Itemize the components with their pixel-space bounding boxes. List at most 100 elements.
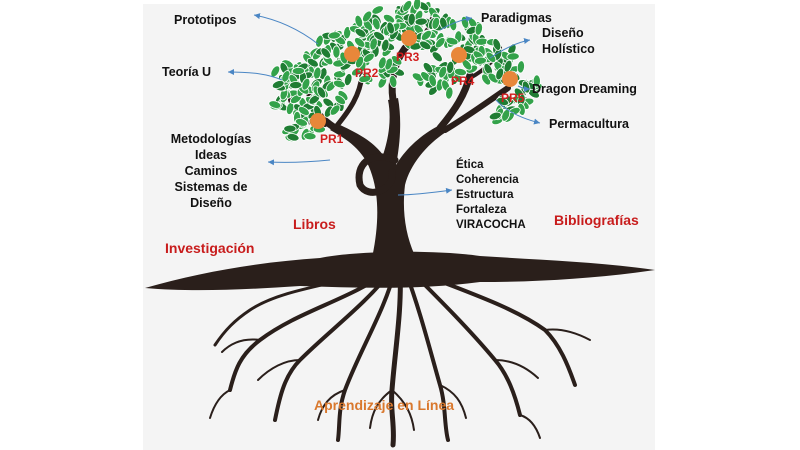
label-permacultura: Permacultura: [549, 117, 629, 131]
leaf: [378, 56, 387, 70]
label-paradigmas: Paradigmas: [481, 11, 552, 25]
leaf: [492, 38, 502, 51]
fruit-pr2: [344, 46, 360, 62]
leaf: [303, 132, 317, 141]
leaf: [283, 124, 297, 133]
label-pr3: PR3: [396, 50, 420, 64]
arrow-etica: [397, 187, 453, 196]
label-metodologias: Metodologías: [170, 132, 252, 146]
leaf: [343, 26, 352, 40]
leaf: [301, 77, 311, 91]
label-sistemas-de: Sistemas de: [174, 180, 248, 194]
leaf: [297, 106, 310, 116]
leaf: [422, 62, 434, 74]
label-viracocha: VIRACOCHA: [456, 219, 526, 231]
trunk: [330, 98, 446, 258]
leaf: [334, 94, 346, 106]
leaf: [268, 100, 282, 109]
foliage: [268, 0, 543, 143]
arrow-teoria-u: [227, 69, 283, 81]
leaf: [358, 74, 372, 83]
leaf: [439, 16, 448, 30]
leaf: [369, 37, 378, 51]
leaf: [389, 74, 398, 89]
arrow-metodologias: [267, 159, 331, 166]
label-fortaleza: Fortaleza: [456, 204, 507, 216]
fruit-pr3: [401, 30, 417, 46]
leaf: [453, 67, 467, 77]
leaf: [445, 36, 459, 46]
leaf: [446, 60, 455, 74]
label-pr1: PR1: [320, 132, 344, 146]
leaf: [434, 37, 446, 49]
fruit-pr1: [310, 113, 326, 129]
leaf: [271, 80, 285, 89]
leaf: [372, 17, 381, 31]
leaf: [516, 60, 525, 74]
leaf: [420, 29, 432, 41]
label-pr4: PR4: [451, 74, 475, 88]
leaf: [354, 28, 367, 38]
leaf: [327, 31, 341, 40]
leaf: [474, 22, 483, 36]
leaf: [503, 59, 513, 73]
label-dragon-dreaming: Dragon Dreaming: [532, 82, 637, 96]
leaf: [291, 66, 305, 75]
label-pr5: PR5: [501, 91, 525, 105]
leaf: [438, 65, 448, 79]
label-prototipos: Prototipos: [174, 13, 237, 27]
label-pr2: PR2: [355, 66, 379, 80]
leaf: [371, 5, 384, 15]
arrows: [227, 13, 541, 196]
leaf: [289, 81, 303, 90]
fruit-pr4: [451, 47, 467, 63]
label-estructura: Estructura: [456, 189, 514, 201]
label-diseno-2: Diseño: [190, 196, 232, 210]
label-libros: Libros: [293, 216, 336, 232]
leaf: [286, 133, 300, 142]
arrow-diseno: [489, 38, 531, 59]
leaf: [354, 37, 366, 48]
leaf: [382, 13, 396, 24]
leaf: [431, 51, 443, 63]
leaf: [407, 12, 416, 26]
leaf: [362, 10, 373, 23]
label-coherencia: Coherencia: [456, 174, 519, 186]
label-holistico: Holístico: [542, 42, 595, 56]
label-bibliografias: Bibliografías: [554, 212, 639, 228]
ground: [145, 251, 655, 291]
leaf: [431, 16, 441, 30]
label-caminos: Caminos: [184, 164, 238, 178]
label-teoria-u: Teoría U: [162, 65, 212, 79]
leaf: [316, 86, 327, 99]
leaf: [386, 21, 395, 35]
arrow-paradigmas: [439, 16, 473, 31]
leaf: [332, 79, 346, 89]
leaf: [320, 47, 332, 59]
leaf: [354, 14, 364, 28]
leaf: [343, 73, 353, 87]
leaf: [332, 45, 341, 59]
fruits: [310, 30, 518, 129]
label-diseno: Diseño: [542, 26, 584, 40]
arrow-permacultura: [495, 99, 541, 125]
leaf: [506, 52, 520, 61]
leaf: [295, 118, 308, 127]
leaf: [445, 86, 454, 100]
label-investigacion: Investigación: [165, 240, 255, 256]
leaf: [390, 55, 403, 66]
roots: [209, 267, 591, 448]
leaf: [473, 56, 487, 65]
leaf: [419, 40, 432, 51]
arrow-dragon: [517, 85, 531, 92]
leaf: [488, 111, 502, 121]
label-ideas: Ideas: [195, 148, 227, 162]
leaf: [381, 38, 390, 52]
leaf: [532, 74, 541, 88]
leaf: [413, 0, 422, 11]
arrow-prototipos: [253, 13, 319, 45]
label-aprendizaje-en-linea: Aprendizaje en Línea: [314, 397, 455, 413]
leaf: [428, 74, 437, 88]
